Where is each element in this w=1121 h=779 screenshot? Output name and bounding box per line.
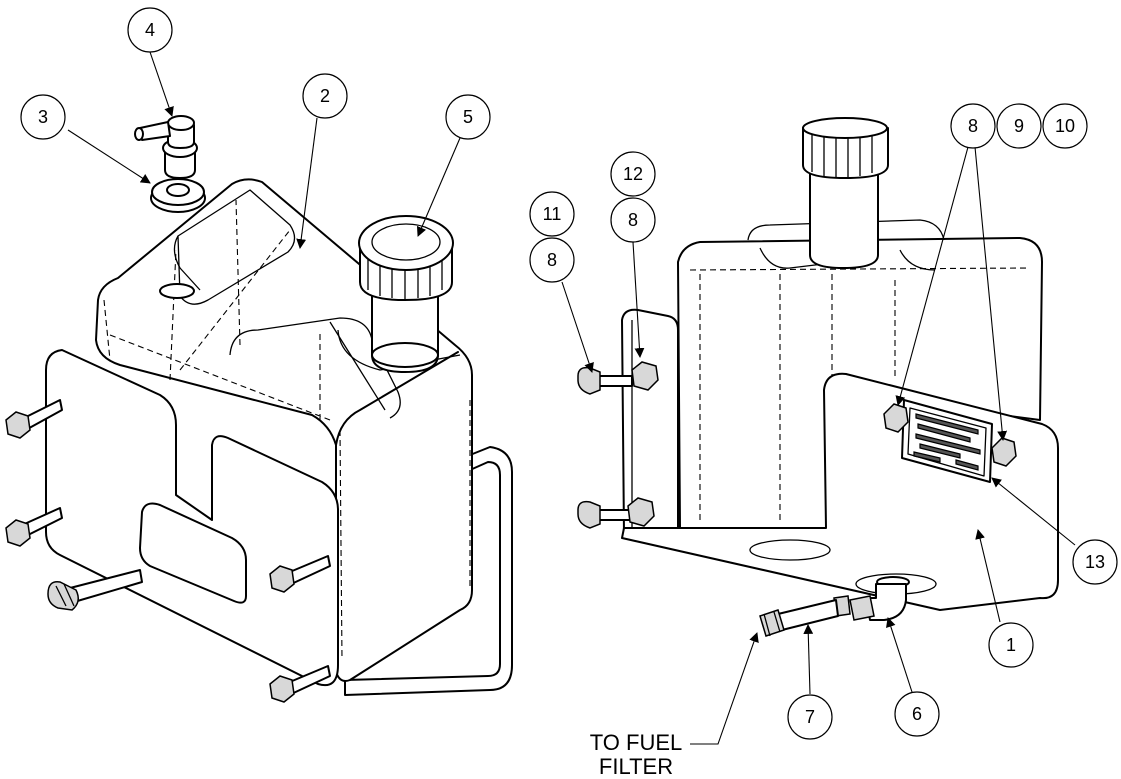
svg-text:9: 9 xyxy=(1014,116,1024,136)
callout-line-1: TO FUEL xyxy=(590,730,683,755)
data-plate xyxy=(901,399,993,483)
fuel-cap xyxy=(358,215,454,301)
balloon-2: 2 xyxy=(302,73,348,119)
balloon-8-left: 8 xyxy=(529,237,575,283)
fuel-filter-callout: TO FUEL FILTER xyxy=(590,730,683,779)
balloon-5: 5 xyxy=(445,94,491,140)
balloon-12: 12 xyxy=(610,151,656,197)
balloon-10: 10 xyxy=(1042,103,1088,149)
svg-text:10: 10 xyxy=(1055,116,1075,136)
left-view-bolts xyxy=(5,399,331,703)
balloon-8-mid: 8 xyxy=(610,197,656,243)
left-fuel-line xyxy=(47,569,143,611)
side-bolts xyxy=(577,361,659,529)
balloon-11: 11 xyxy=(529,191,575,237)
svg-text:7: 7 xyxy=(805,707,815,727)
vent-fitting xyxy=(134,115,198,179)
svg-text:8: 8 xyxy=(628,210,638,230)
svg-text:3: 3 xyxy=(38,107,48,127)
svg-text:5: 5 xyxy=(463,107,473,127)
balloon-6: 6 xyxy=(894,691,940,737)
balloon-4: 4 xyxy=(127,7,173,53)
balloon-1: 1 xyxy=(988,622,1034,668)
svg-text:8: 8 xyxy=(968,116,978,136)
front-mounting-plate xyxy=(45,349,339,687)
balloon-3: 3 xyxy=(20,94,66,140)
svg-text:11: 11 xyxy=(543,204,562,224)
rear-filler-neck xyxy=(802,117,889,269)
svg-text:12: 12 xyxy=(623,164,643,184)
grommet xyxy=(150,178,206,213)
rear-plate-nuts xyxy=(883,403,1017,467)
svg-text:6: 6 xyxy=(912,704,922,724)
filler-neck xyxy=(371,284,439,373)
svg-text:13: 13 xyxy=(1085,552,1105,572)
left-tank-view xyxy=(5,115,513,703)
fuel-outlet-elbow xyxy=(833,573,937,621)
balloon-13: 13 xyxy=(1072,539,1118,585)
balloon-9: 9 xyxy=(996,103,1042,149)
right-tank-view xyxy=(577,117,1059,637)
callout-line-2: FILTER xyxy=(599,754,673,779)
fuel-hose xyxy=(759,599,839,637)
svg-text:1: 1 xyxy=(1006,635,1016,655)
balloon-7: 7 xyxy=(787,694,833,740)
balloon-8-top: 8 xyxy=(950,103,996,149)
svg-text:8: 8 xyxy=(547,250,557,270)
svg-text:2: 2 xyxy=(320,86,330,106)
svg-text:4: 4 xyxy=(145,20,155,40)
leader-lines xyxy=(67,51,1076,745)
